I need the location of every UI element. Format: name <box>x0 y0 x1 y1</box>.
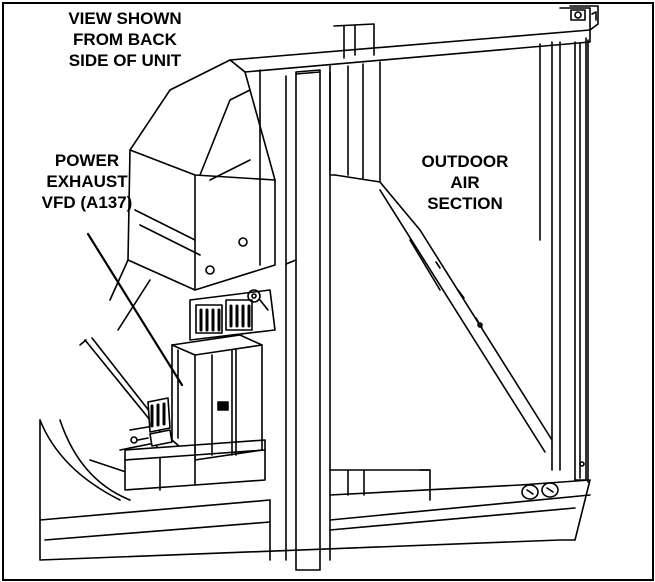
outdoor-air-opening <box>329 174 553 453</box>
view-orientation-note: VIEW SHOWN FROM BACK SIDE OF UNIT <box>68 9 182 70</box>
cabinet-center-post <box>285 65 331 571</box>
terminal-blocks <box>189 289 276 341</box>
exhaust-hood <box>109 59 276 331</box>
cabinet-right-post <box>574 37 589 483</box>
lower-boxes <box>124 439 266 491</box>
base-rail <box>39 419 591 561</box>
vfd-leader-line <box>86 232 184 387</box>
rear-panel-lines <box>329 41 561 471</box>
upper-duct <box>333 23 375 59</box>
vfd-callout: POWER EXHAUST VFD (A137) <box>41 151 133 212</box>
cabinet-top-rail <box>229 5 599 73</box>
disconnect-switch <box>130 397 173 447</box>
outdoor-air-section-callout: OUTDOOR AIR SECTION <box>421 152 509 213</box>
